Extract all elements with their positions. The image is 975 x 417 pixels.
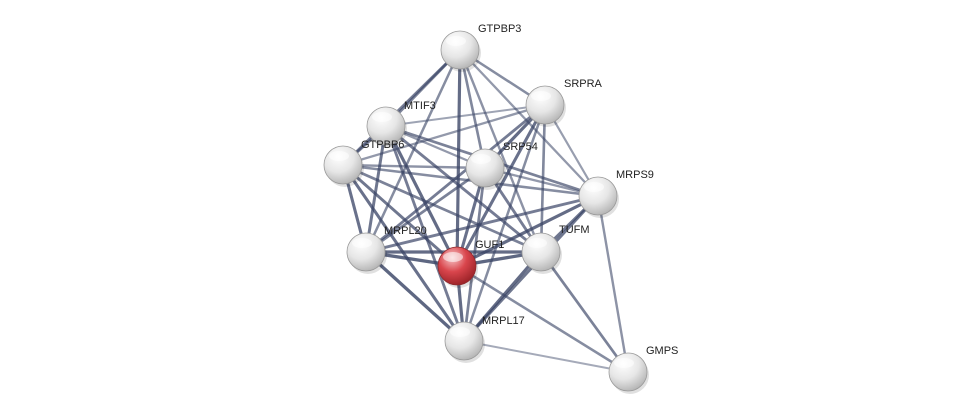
- node-srp54[interactable]: SRP54: [465, 141, 538, 190]
- node-highlight: [443, 252, 463, 262]
- node-label: MTIF3: [404, 100, 436, 112]
- node-mrpl20[interactable]: MRPL20: [346, 225, 427, 274]
- node-label: GTPBP6: [361, 139, 404, 151]
- edge-tufm-mrpl17: [462, 250, 543, 343]
- node-label: GUF1: [475, 239, 504, 251]
- edge-mrps9-gmps: [596, 194, 630, 374]
- edge-srp54-mrpl20: [364, 166, 487, 254]
- node-highlight: [352, 238, 372, 248]
- edge-guf1-gtpbp6: [341, 163, 459, 268]
- node-highlight: [531, 91, 551, 101]
- edge-mtif3-tufm: [384, 124, 543, 254]
- edge-srp54-mrpl17: [462, 166, 487, 343]
- node-srpra[interactable]: SRPRA: [525, 78, 603, 127]
- edge-srpra-gtpbp6: [341, 103, 547, 167]
- edge-guf1-srpra: [455, 103, 547, 268]
- edge-gtpbp6-srp54: [341, 163, 487, 170]
- node-highlight: [584, 182, 604, 192]
- node-guf1[interactable]: GUF1: [437, 239, 504, 288]
- node-label: MRPL17: [482, 315, 525, 327]
- node-label: SRP54: [503, 141, 538, 153]
- node-mrpl17[interactable]: MRPL17: [444, 315, 525, 363]
- node-highlight: [471, 154, 491, 164]
- node-label: SRPRA: [564, 78, 603, 90]
- edge-srp54-mrps9: [483, 166, 600, 198]
- edge-gtpbp6-tufm: [341, 163, 543, 254]
- edge-mrps9-mrpl20: [364, 194, 600, 254]
- edge-guf1-gmps: [455, 264, 630, 374]
- edge-mrpl17-gmps: [463, 340, 629, 373]
- node-gtpbp3[interactable]: GTPBP3: [440, 23, 521, 72]
- edge-mtif3-mrpl17: [384, 124, 466, 343]
- node-highlight: [446, 36, 466, 46]
- node-label: GTPBP3: [478, 23, 521, 35]
- node-highlight: [329, 151, 349, 161]
- node-mtif3[interactable]: MTIF3: [366, 100, 436, 148]
- edge-mrpl20-mrpl17: [364, 250, 466, 343]
- node-label: MRPL20: [384, 225, 427, 237]
- edge-tufm-gmps: [539, 250, 630, 374]
- node-label: GMPS: [646, 345, 678, 357]
- node-highlight: [614, 358, 634, 368]
- edge-mtif3-mrpl20: [364, 124, 388, 254]
- edge-gtpbp3-srp54: [458, 48, 487, 170]
- node-label: MRPS9: [616, 169, 654, 181]
- edge-srpra-mtif3: [384, 103, 547, 128]
- node-highlight: [450, 327, 470, 337]
- node-tufm[interactable]: TUFM: [521, 224, 590, 274]
- edge-gtpbp3-mrpl20: [364, 48, 462, 254]
- node-gmps[interactable]: GMPS: [608, 345, 678, 394]
- node-highlight: [527, 238, 547, 248]
- node-highlight: [372, 112, 392, 122]
- node-gtpbp6[interactable]: GTPBP6: [323, 139, 404, 187]
- node-mrps9[interactable]: MRPS9: [578, 169, 654, 218]
- node-label: TUFM: [559, 224, 590, 236]
